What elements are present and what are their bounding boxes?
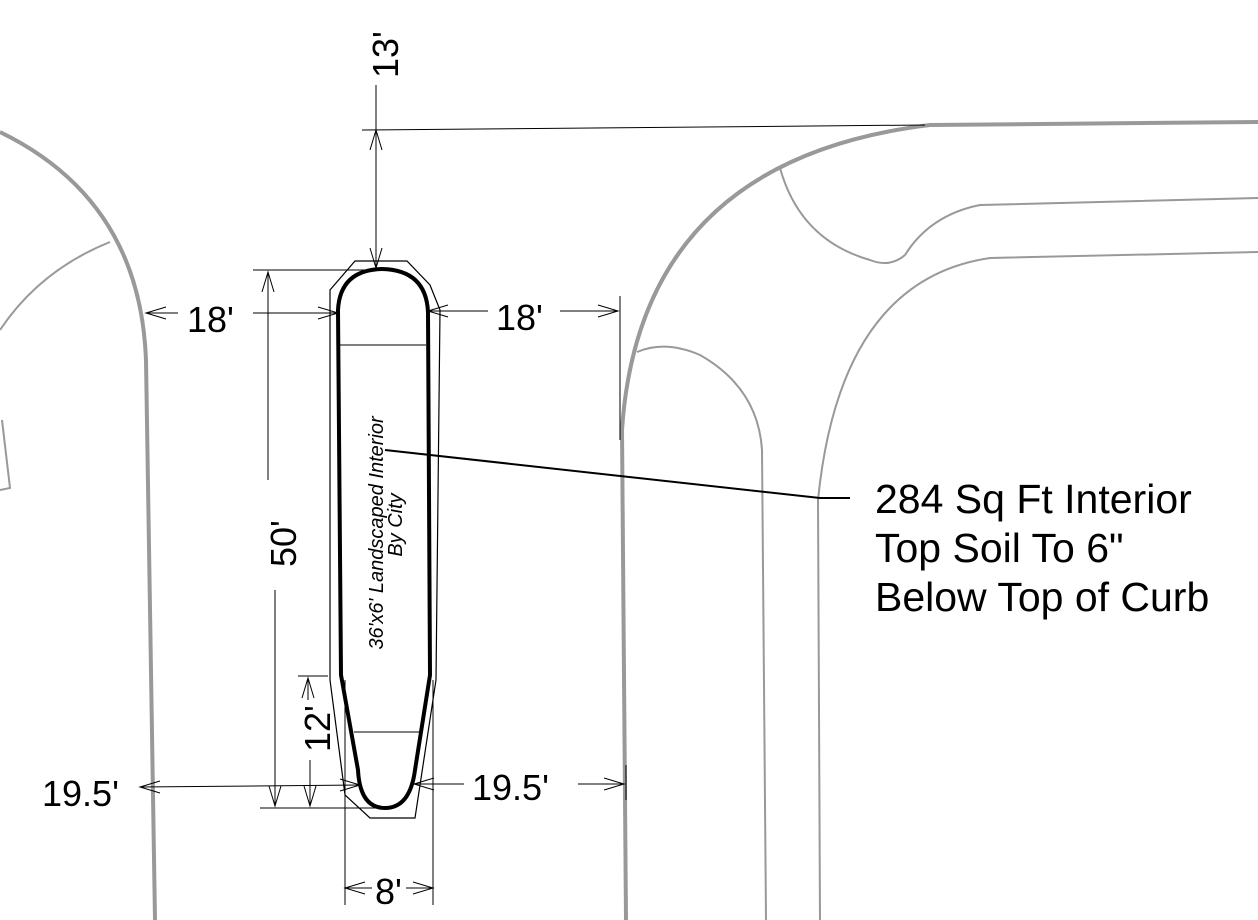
right-curb-inner-mid bbox=[816, 251, 1258, 920]
island-length-label: 50' bbox=[263, 520, 304, 567]
right-lower-offset-label: 19.5' bbox=[472, 767, 549, 808]
note-leader-line bbox=[384, 449, 850, 499]
left-curb-inner bbox=[0, 241, 111, 331]
right-upper-offset-label: 18' bbox=[496, 297, 543, 338]
median-nose bbox=[636, 345, 767, 920]
note-line1: 284 Sq Ft Interior bbox=[875, 476, 1192, 522]
dimension-island-width: 8' bbox=[343, 680, 435, 912]
road-curbs bbox=[0, 120, 1258, 920]
island-width-label: 8' bbox=[375, 871, 402, 912]
left-upper-offset-label: 18' bbox=[187, 299, 234, 340]
taper-length-label: 12' bbox=[297, 705, 338, 752]
left-curb-stub bbox=[0, 419, 12, 491]
island-label: 36'x6' Landscaped Interior By City bbox=[366, 415, 407, 650]
dimension-island-length: 50' bbox=[253, 269, 385, 809]
dimension-right-lower: 19.5' bbox=[412, 765, 627, 808]
island-outer-outline bbox=[329, 260, 441, 819]
note-line3: Below Top of Curb bbox=[875, 574, 1209, 620]
island-label-line1: 36'x6' Landscaped Interior bbox=[366, 415, 388, 650]
note-line2: Top Soil To 6" bbox=[875, 525, 1124, 571]
island-label-line2: By City bbox=[385, 492, 407, 556]
right-curb-inner-top bbox=[779, 167, 1258, 265]
right-curb-outer bbox=[619, 120, 1258, 920]
dimension-right-upper: 18' bbox=[426, 296, 621, 440]
dimension-top-clearance: 13' bbox=[361, 31, 926, 270]
dimension-left-lower: 19.5' bbox=[42, 773, 362, 814]
interior-note: 284 Sq Ft Interior Top Soil To 6" Below … bbox=[875, 476, 1209, 620]
top-clearance-label: 13' bbox=[365, 31, 406, 78]
dimension-left-upper: 18' bbox=[144, 299, 340, 340]
dimension-taper-length: 12' bbox=[297, 675, 338, 808]
left-lower-offset-label: 19.5' bbox=[42, 773, 119, 814]
island-outline bbox=[335, 266, 433, 811]
left-curb-outer bbox=[0, 130, 157, 920]
